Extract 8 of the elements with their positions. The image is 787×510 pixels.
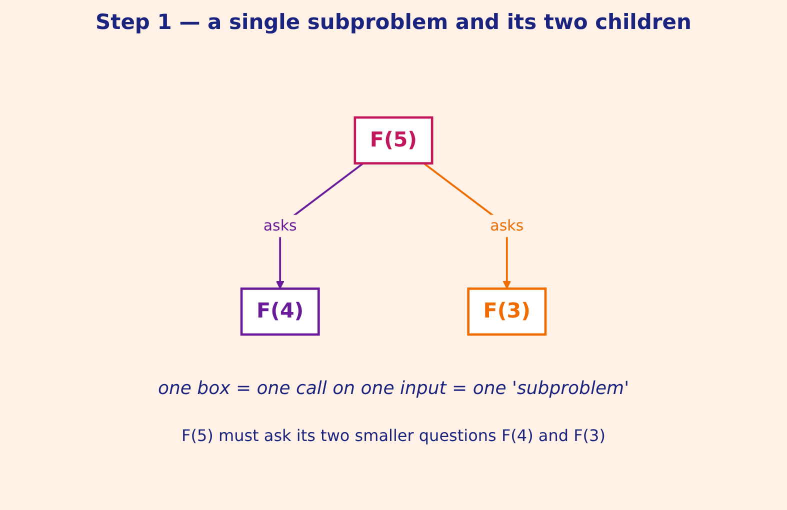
title: Step 1 — a single subproblem and its two children <box>94 10 692 34</box>
function-call-box: F(3) <box>467 288 547 336</box>
edge-label: asks <box>490 214 524 238</box>
function-call-box: F(4) <box>240 288 320 336</box>
note-text: F(5) must ask its two smaller questions F(4) and F(3) <box>182 426 606 445</box>
caption-text: one box = one call on one input = one 'subproblem' <box>158 378 630 399</box>
function-call-box: F(5) <box>354 116 434 164</box>
edge-label: asks <box>263 214 297 238</box>
